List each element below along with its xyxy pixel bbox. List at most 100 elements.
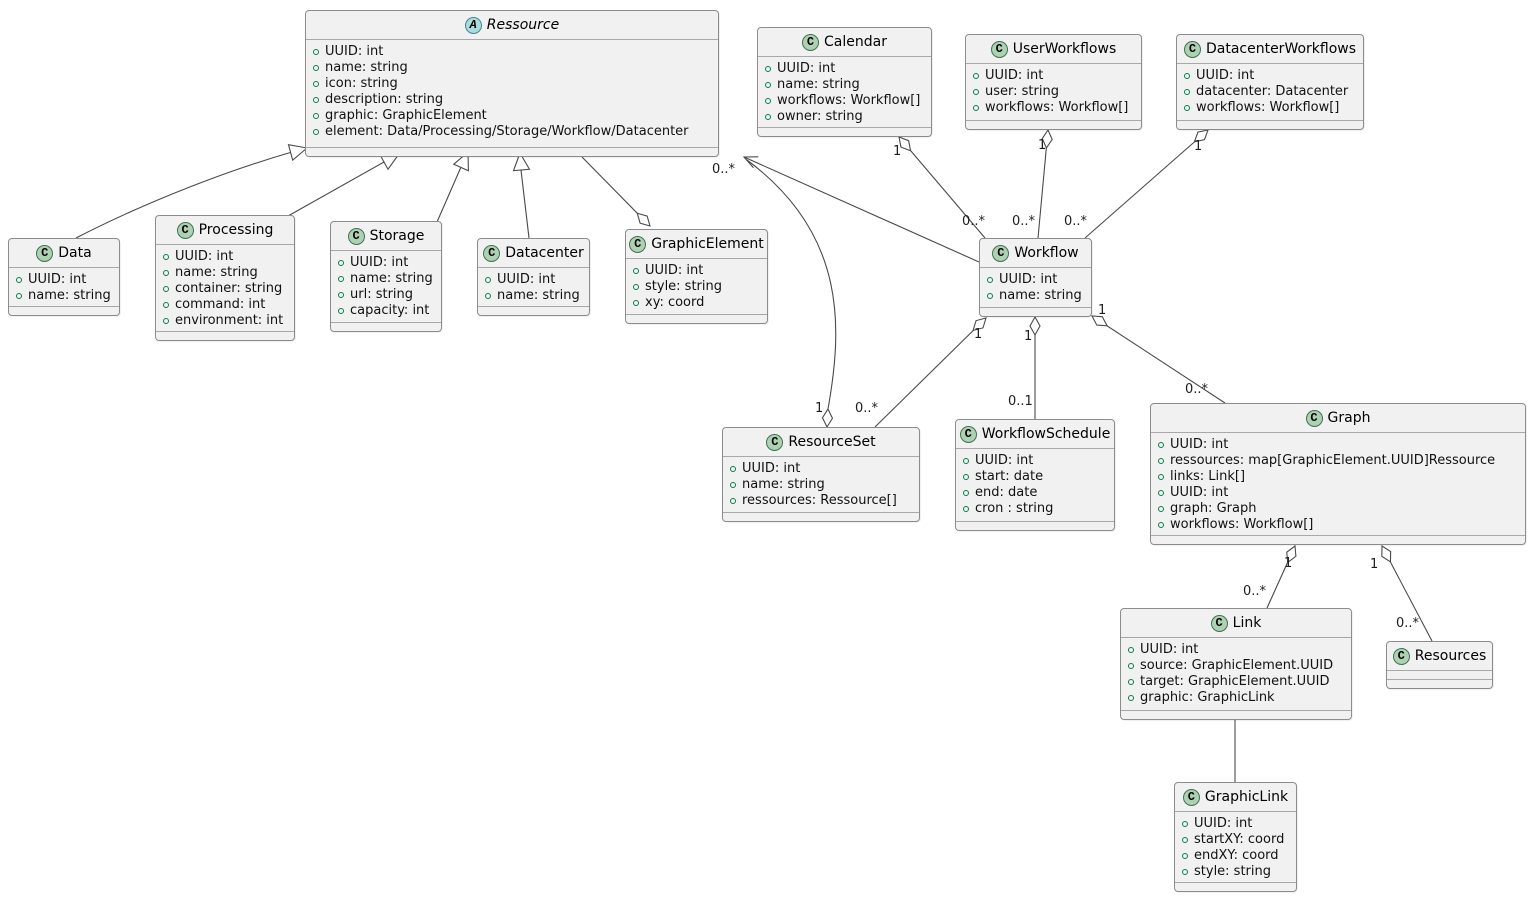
methods-compartment [331, 322, 441, 331]
field-visibility-icon [633, 284, 639, 290]
field-text: start: date [975, 469, 1044, 484]
field-visibility-icon [765, 66, 771, 72]
field-visibility-icon [987, 277, 993, 283]
diamond-marker-icon [1091, 315, 1109, 327]
edge-generalization-storage-ressource [436, 150, 469, 223]
field-visibility-icon [973, 73, 979, 79]
fields-compartment [1387, 670, 1492, 679]
edge-aggregation-userworkflows-workflow [1037, 128, 1053, 239]
field-text: style: string [1194, 864, 1272, 879]
field-row: workflows: Workflow[] [1158, 517, 1518, 533]
field-text: xy: coord [645, 295, 705, 310]
field-visibility-icon [338, 308, 344, 314]
methods-compartment [1177, 120, 1363, 129]
triangle-marker-icon [512, 151, 531, 172]
field-row: UUID: int [765, 61, 924, 77]
edge-generalization-datacenter-ressource [512, 151, 531, 239]
field-text: workflows: Workflow[] [777, 93, 921, 108]
field-row: UUID: int [16, 272, 112, 288]
field-visibility-icon [16, 277, 22, 283]
field-text: name: string [999, 288, 1082, 303]
field-row: command: int [163, 297, 287, 313]
diamond-marker-icon [1286, 544, 1297, 564]
field-row: xy: coord [633, 295, 760, 311]
class-stereotype-icon: C [176, 221, 194, 239]
multiplicity-label: 1 [1098, 303, 1107, 318]
field-visibility-icon [1182, 821, 1188, 827]
field-row: UUID: int [730, 461, 912, 477]
class-name: WorkflowSchedule [981, 426, 1111, 442]
multiplicity-label: 0..* [1064, 214, 1088, 229]
edge-aggregation-graph-resources [1381, 545, 1433, 642]
field-row: workflows: Workflow[] [973, 100, 1134, 116]
diamond-marker-icon [898, 136, 912, 152]
class-stereotype-icon: C [483, 244, 501, 262]
field-text: UUID: int [1170, 485, 1229, 500]
field-text: workflows: Workflow[] [1196, 100, 1340, 115]
field-text: command: int [175, 297, 266, 312]
edge-generalization-data-ressource [75, 143, 309, 239]
field-row: user: string [973, 84, 1134, 100]
field-text: end: date [975, 485, 1038, 500]
field-row: style: string [633, 279, 760, 295]
field-row: UUID: int [338, 255, 434, 271]
field-visibility-icon [963, 458, 969, 464]
field-text: url: string [350, 287, 414, 302]
class-name: Datacenter [505, 245, 584, 261]
field-text: description: string [325, 92, 444, 107]
field-visibility-icon [1184, 105, 1190, 111]
diamond-marker-icon [1381, 545, 1392, 563]
abstract-stereotype-icon: A [464, 16, 482, 34]
field-row: UUID: int [963, 453, 1107, 469]
field-visibility-icon [1158, 442, 1164, 448]
field-visibility-icon [1128, 663, 1134, 669]
class-name: GraphicLink [1204, 789, 1289, 805]
field-row: links: Link[] [1158, 469, 1518, 485]
field-visibility-icon [765, 114, 771, 120]
field-row: graphic: GraphicLink [1128, 690, 1344, 706]
class-name: ResourceSet [788, 434, 876, 450]
field-visibility-icon [633, 300, 639, 306]
field-text: ressources: map[GraphicElement.UUID]Ress… [1170, 453, 1496, 468]
field-visibility-icon [633, 268, 639, 274]
field-row: UUID: int [1158, 437, 1518, 453]
class-name: GraphicElement [651, 236, 764, 252]
field-text: UUID: int [742, 461, 801, 476]
field-visibility-icon [313, 65, 319, 71]
field-visibility-icon [485, 293, 491, 299]
field-row: url: string [338, 287, 434, 303]
field-visibility-icon [1128, 647, 1134, 653]
class-stereotype-icon: C [347, 227, 365, 245]
field-row: start: date [963, 469, 1107, 485]
field-row: end: date [963, 485, 1107, 501]
edge-aggregation-workflow-graph [1091, 315, 1226, 404]
field-row: UUID: int [163, 249, 287, 265]
field-visibility-icon [1158, 506, 1164, 512]
field-row: UUID: int [1182, 816, 1289, 832]
field-visibility-icon [987, 293, 993, 299]
field-row: target: GraphicElement.UUID [1128, 674, 1344, 690]
field-text: name: string [325, 60, 408, 75]
field-text: name: string [777, 77, 860, 92]
field-text: ressources: Ressource[] [742, 493, 897, 508]
class-name: Storage [369, 228, 425, 244]
field-visibility-icon [973, 105, 979, 111]
field-row: UUID: int [633, 263, 760, 279]
field-row: name: string [163, 265, 287, 281]
methods-compartment [1151, 535, 1525, 544]
